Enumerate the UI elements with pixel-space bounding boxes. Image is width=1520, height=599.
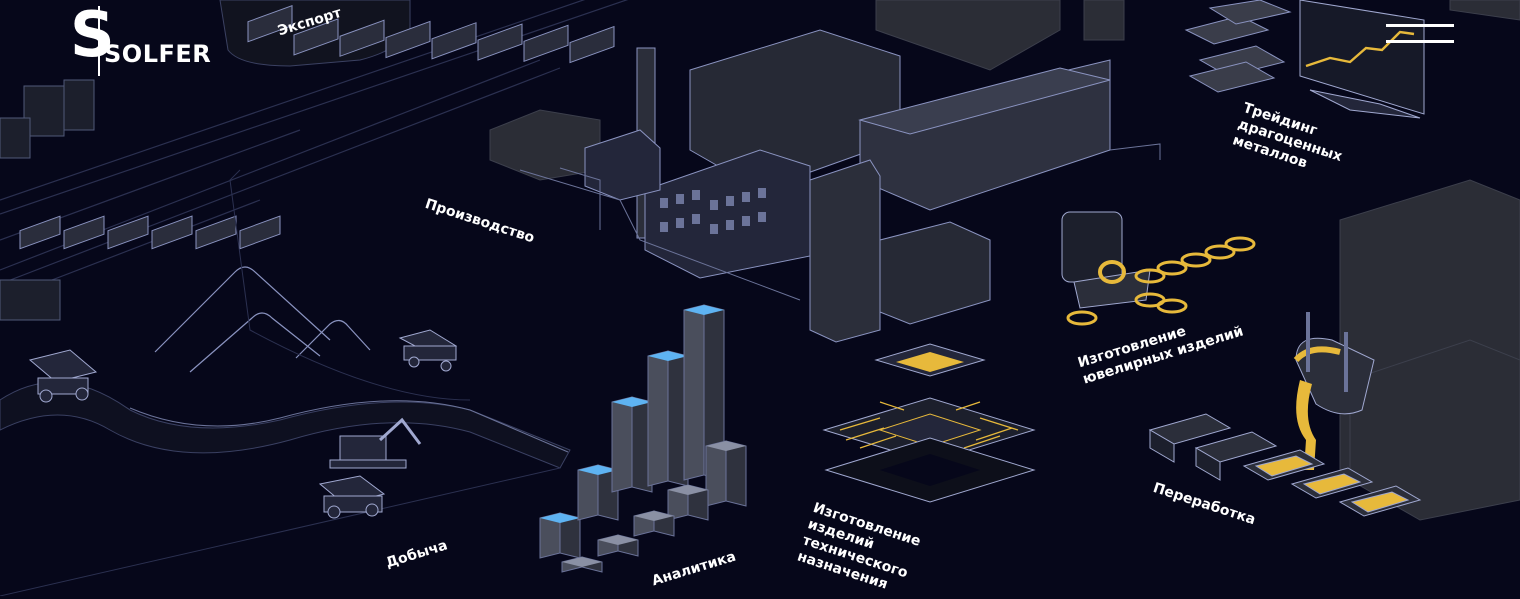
- analytics-bar-top: [706, 441, 746, 451]
- mountains: [154, 266, 371, 373]
- factory-windows: [660, 188, 766, 234]
- analytics-bar-top: [562, 557, 602, 567]
- analytics-bar-top: [540, 513, 580, 523]
- analytics-bar-top: [668, 485, 708, 495]
- analytics-bar-top: [648, 351, 688, 361]
- analytics-bar: [705, 440, 727, 507]
- dump-truck-icon: [318, 475, 386, 519]
- ingot-molds: [1148, 413, 1422, 517]
- freight-train-upper: [247, 5, 615, 64]
- ground-line: [0, 467, 561, 596]
- pipelines: [519, 143, 1161, 301]
- dump-truck-icon: [28, 349, 98, 403]
- analytics-bar: [611, 396, 633, 493]
- analytics-bar-top: [684, 305, 724, 315]
- analytics-bar: [647, 350, 669, 487]
- mining-road: [0, 381, 571, 469]
- analytics-bar: [683, 304, 705, 481]
- factory-complex: [584, 29, 1111, 343]
- background-blocks: [489, 0, 1520, 521]
- ladle-icon: [1293, 312, 1375, 415]
- brand-name: SOLFER: [104, 40, 212, 68]
- hamburger-menu-icon[interactable]: [1386, 24, 1454, 46]
- analytics-bar-top: [598, 535, 638, 545]
- analytics-bar-side: [725, 440, 747, 507]
- microchip-icon: [822, 343, 1036, 503]
- logo-divider: [98, 6, 100, 76]
- jewelry-box-icon: [1061, 211, 1151, 309]
- molten-gold-stream: [1296, 380, 1316, 470]
- railway-tracks: [0, 0, 629, 301]
- logo-mark: S: [70, 0, 115, 71]
- analytics-bar-top: [578, 465, 618, 475]
- dump-truck-icon: [398, 329, 458, 372]
- road-line: [129, 400, 569, 453]
- analytics-bar-chart: [539, 304, 747, 573]
- freight-train-lower: [19, 215, 281, 250]
- trading-monitor: [1299, 0, 1425, 119]
- solfer-logo[interactable]: S SOLFER: [70, 4, 240, 76]
- gold-rings-icon: [1066, 236, 1256, 326]
- container-stack: [0, 79, 95, 321]
- analytics-bar-top: [634, 511, 674, 521]
- gold-bars-stack: [1184, 0, 1292, 93]
- excavator-icon: [329, 417, 422, 469]
- analytics-bar-top: [612, 397, 652, 407]
